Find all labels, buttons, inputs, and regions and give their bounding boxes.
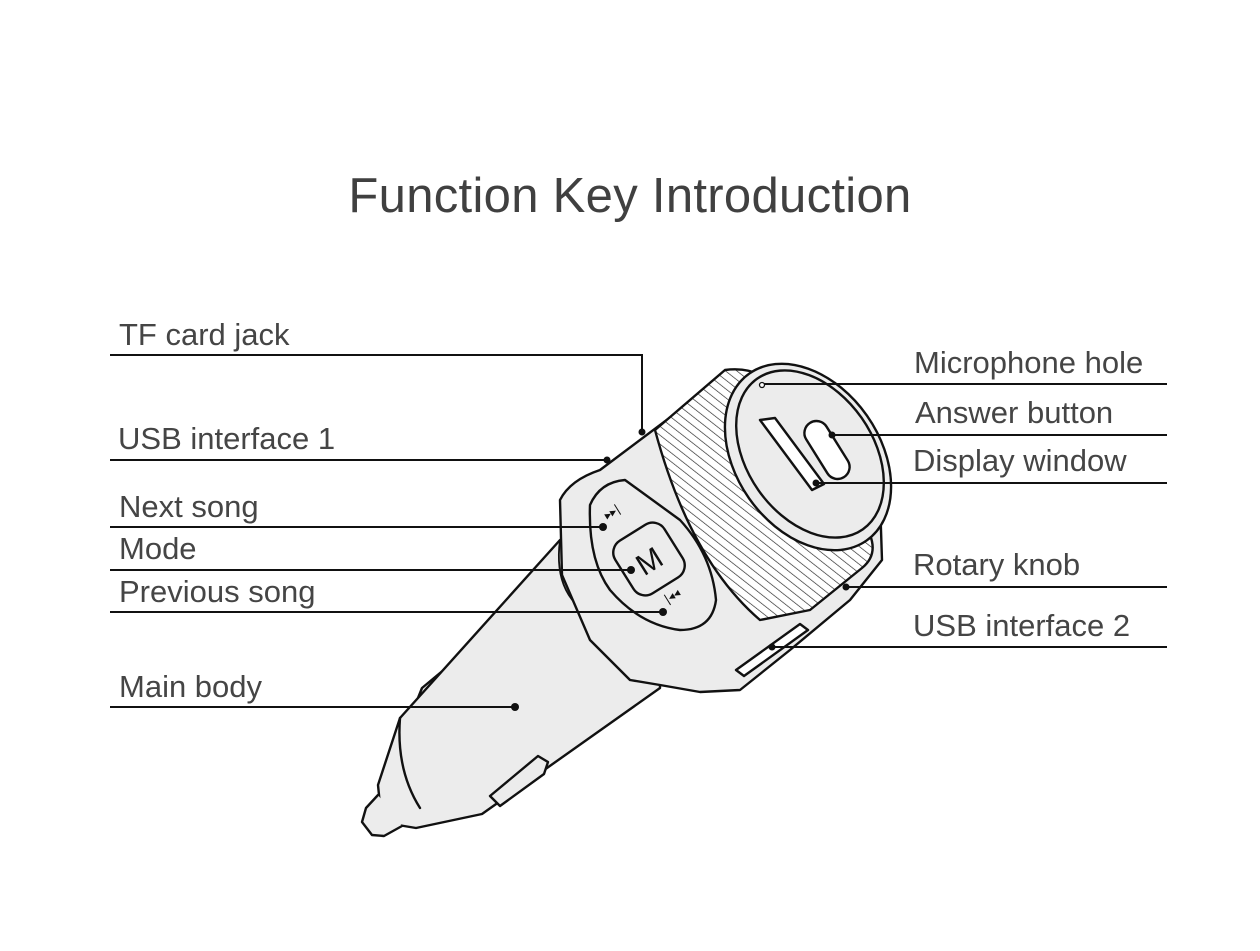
label-usb-interface-2: USB interface 2 <box>913 608 1131 643</box>
label-display-window: Display window <box>913 443 1127 478</box>
dot-usb-interface-2 <box>768 643 776 651</box>
dot-previous-song <box>659 608 667 616</box>
dot-mode <box>627 566 635 574</box>
dot-next-song <box>599 523 607 531</box>
label-rotary-knob: Rotary knob <box>913 547 1081 582</box>
leader-tf-card-jack <box>110 354 643 432</box>
label-main-body: Main body <box>119 669 263 704</box>
face-plate <box>734 369 886 539</box>
plug-tip <box>360 793 404 838</box>
label-previous-song: Previous song <box>119 574 316 609</box>
page-title: Function Key Introduction <box>348 169 912 223</box>
label-usb-interface-1: USB interface 1 <box>118 421 336 456</box>
answer-button <box>803 419 851 481</box>
dot-usb-interface-1 <box>603 456 611 464</box>
label-answer-button: Answer button <box>915 395 1114 430</box>
label-next-song: Next song <box>119 489 259 524</box>
mode-button <box>612 521 686 597</box>
microphone-hole <box>758 381 766 389</box>
dot-display-window <box>812 479 820 487</box>
dot-answer-button <box>828 431 836 439</box>
label-microphone-hole: Microphone hole <box>914 345 1144 380</box>
contact-clip-lower <box>488 754 550 808</box>
label-mode: Mode <box>119 531 197 566</box>
label-tf-card-jack: TF card jack <box>119 317 290 352</box>
dot-main-body <box>511 703 519 711</box>
dot-rotary-knob <box>842 583 850 591</box>
dot-tf-card-jack <box>638 428 646 436</box>
